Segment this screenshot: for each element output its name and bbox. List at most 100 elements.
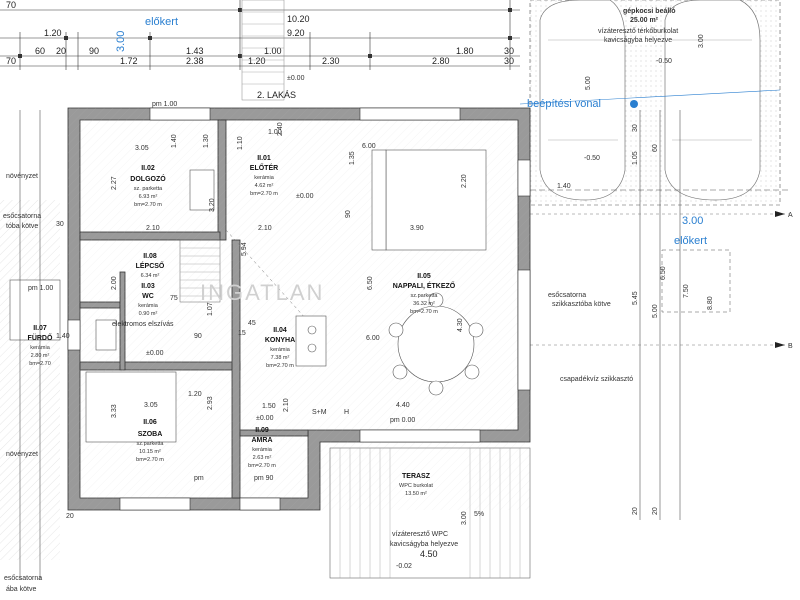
dim-row4-b: 1.72 <box>120 56 138 66</box>
idim-20-bottom: 20 <box>66 513 74 520</box>
room-code-ii07: II.07 <box>33 325 47 332</box>
rdim-20a: 20 <box>632 507 639 515</box>
idim-240: 2.40 <box>277 122 284 136</box>
room-height-ii09: bm=2.70 m <box>248 463 276 469</box>
label-elokert-top: előkert <box>145 16 178 28</box>
room-floor-ii03: kerámia <box>138 303 159 309</box>
room-height-ii04: bm=2.70 m <box>266 363 294 369</box>
room-area-ii05: 36.32 m² <box>413 301 435 307</box>
entrance-stair <box>241 0 285 101</box>
room-height-ii06: bm=2.70 m <box>136 457 164 463</box>
dim-row3-b: 20 <box>56 46 66 56</box>
idim-305b: 3.05 <box>144 402 158 409</box>
room-height-ii07: bm=2.70 <box>29 361 51 367</box>
room-height-ii01: bm=2.70 m <box>250 191 278 197</box>
idim-100: 1.00 <box>268 129 282 136</box>
dim-row1-b: 10.20 <box>287 14 310 24</box>
section-a-label: A <box>788 212 793 219</box>
room-name-terasz: TERASZ <box>402 473 431 480</box>
dim-row2-c: 9.20 <box>287 28 305 38</box>
idim-30-left: 30 <box>56 221 64 228</box>
section-a-arrow <box>775 211 785 217</box>
rdim-60: 60 <box>652 144 659 152</box>
room-area-ii06: 10.15 m² <box>139 449 161 455</box>
parking-bed: kavicságyba helyezve <box>604 37 672 44</box>
plus-amra: ±0.00 <box>256 415 274 422</box>
dining-table <box>397 305 475 383</box>
room-height-ii02: bm=2.70 m <box>134 202 162 208</box>
rdim-500: 5.00 <box>652 304 659 318</box>
furniture <box>85 149 487 443</box>
idim-600b: 6.00 <box>366 335 380 342</box>
plus-top: ±0.00 <box>287 75 305 82</box>
idim-150: 1.50 <box>262 403 276 410</box>
idim-227: 2.27 <box>111 176 118 190</box>
idim-200: 2.00 <box>111 276 118 290</box>
room-code-ii08: II.08 <box>143 253 157 260</box>
windows <box>67 107 531 511</box>
room-floor-ii07: kerámia <box>30 345 51 351</box>
right-vertical-dims <box>639 110 681 520</box>
idim-120: 1.20 <box>188 391 202 398</box>
idim-594: 5.94 <box>241 242 248 256</box>
dim-row4-c: 2.38 <box>186 56 204 66</box>
rdim-20b: 20 <box>652 507 659 515</box>
room-area-ii08: 6.34 m² <box>141 273 160 279</box>
room-name-ii07: FÜRDŐ <box>28 333 53 342</box>
idim-107: 1.07 <box>207 302 214 316</box>
room-code-ii03: II.03 <box>141 283 155 290</box>
room-name-ii09: AMRA <box>252 437 273 444</box>
label-smh: S+M <box>312 409 327 416</box>
rdim-105: 1.05 <box>632 151 639 165</box>
label-elektromos: elektromos elszívás <box>112 321 174 328</box>
idim-210a: 2.10 <box>146 225 160 232</box>
room-name-ii05: NAPPALI, ÉTKEZŐ <box>393 281 456 290</box>
room-name-ii01: ELŐTÉR <box>250 163 278 172</box>
idim-140: 1.40 <box>171 134 178 148</box>
terrace-bed: kavicságyba helyezve <box>390 541 458 548</box>
label-novenyzet-2: növényzet <box>6 451 38 458</box>
idim-650: 6.50 <box>367 276 374 290</box>
plus-wc: ±0.00 <box>146 350 164 357</box>
pm-000: pm 0.00 <box>390 417 415 424</box>
parking-area-size: 25.00 m² <box>630 17 659 24</box>
dim-row4-e: 2.80 <box>432 56 450 66</box>
idim-140b: 1.40 <box>56 333 70 340</box>
room-name-ii03: WC <box>142 293 154 300</box>
room-code-ii06: II.06 <box>143 419 157 426</box>
idim-293: 2.93 <box>207 396 214 410</box>
dim-row3-c: 90 <box>89 46 99 56</box>
room-floor-ii01: kerámia <box>254 175 275 181</box>
room-code-ii04: II.04 <box>273 327 287 334</box>
label-esocsatorna-1: esőcsatorna <box>3 213 41 220</box>
room-height-ii05: bm=2.70 m <box>410 309 438 315</box>
rdim-750: 7.50 <box>683 284 690 298</box>
rdim-880: 8.80 <box>707 296 714 310</box>
dim-row2-a: 1.20 <box>44 28 62 38</box>
idim-130: 1.30 <box>203 134 210 148</box>
dim-row3-h: 30 <box>504 46 514 56</box>
rdim-140: 1.40 <box>557 183 571 190</box>
terrace-slope: 5% <box>474 511 484 518</box>
room-ii04: II.04 KONYHA kerámia 7.38 m² bm=2.70 m <box>265 327 295 369</box>
room-ii08: II.08 LÉPCSŐ 6.34 m² <box>136 253 165 279</box>
label-beepitesi-vonal: beépítési vonal <box>527 98 601 110</box>
room-ii01: II.01 ELŐTÉR kerámia 4.62 m² bm=2.70 m <box>250 155 278 197</box>
room-area-ii01: 4.62 m² <box>255 183 274 189</box>
idim-90a: 90 <box>345 210 352 218</box>
dim-row4-d: 1.20 <box>248 56 266 66</box>
blue-3m-top: 3.00 <box>115 31 127 52</box>
idim-305a: 3.05 <box>135 145 149 152</box>
idim-75: 75 <box>170 295 178 302</box>
parking-area <box>529 0 790 206</box>
room-ii09: II.09 AMRA kerámia 2.63 m² bm=2.70 m <box>248 427 276 469</box>
idim-430: 4.30 <box>457 318 464 332</box>
pm-top: pm 1.00 <box>152 101 177 108</box>
idim-440: 4.40 <box>396 402 410 409</box>
rdim-650: 6.50 <box>660 266 667 280</box>
dim-row3-g: 1.80 <box>456 46 474 56</box>
rdim-545: 5.45 <box>632 291 639 305</box>
room-floor-ii02: sz. parketta <box>134 186 163 192</box>
idim-390: 3.90 <box>410 225 424 232</box>
